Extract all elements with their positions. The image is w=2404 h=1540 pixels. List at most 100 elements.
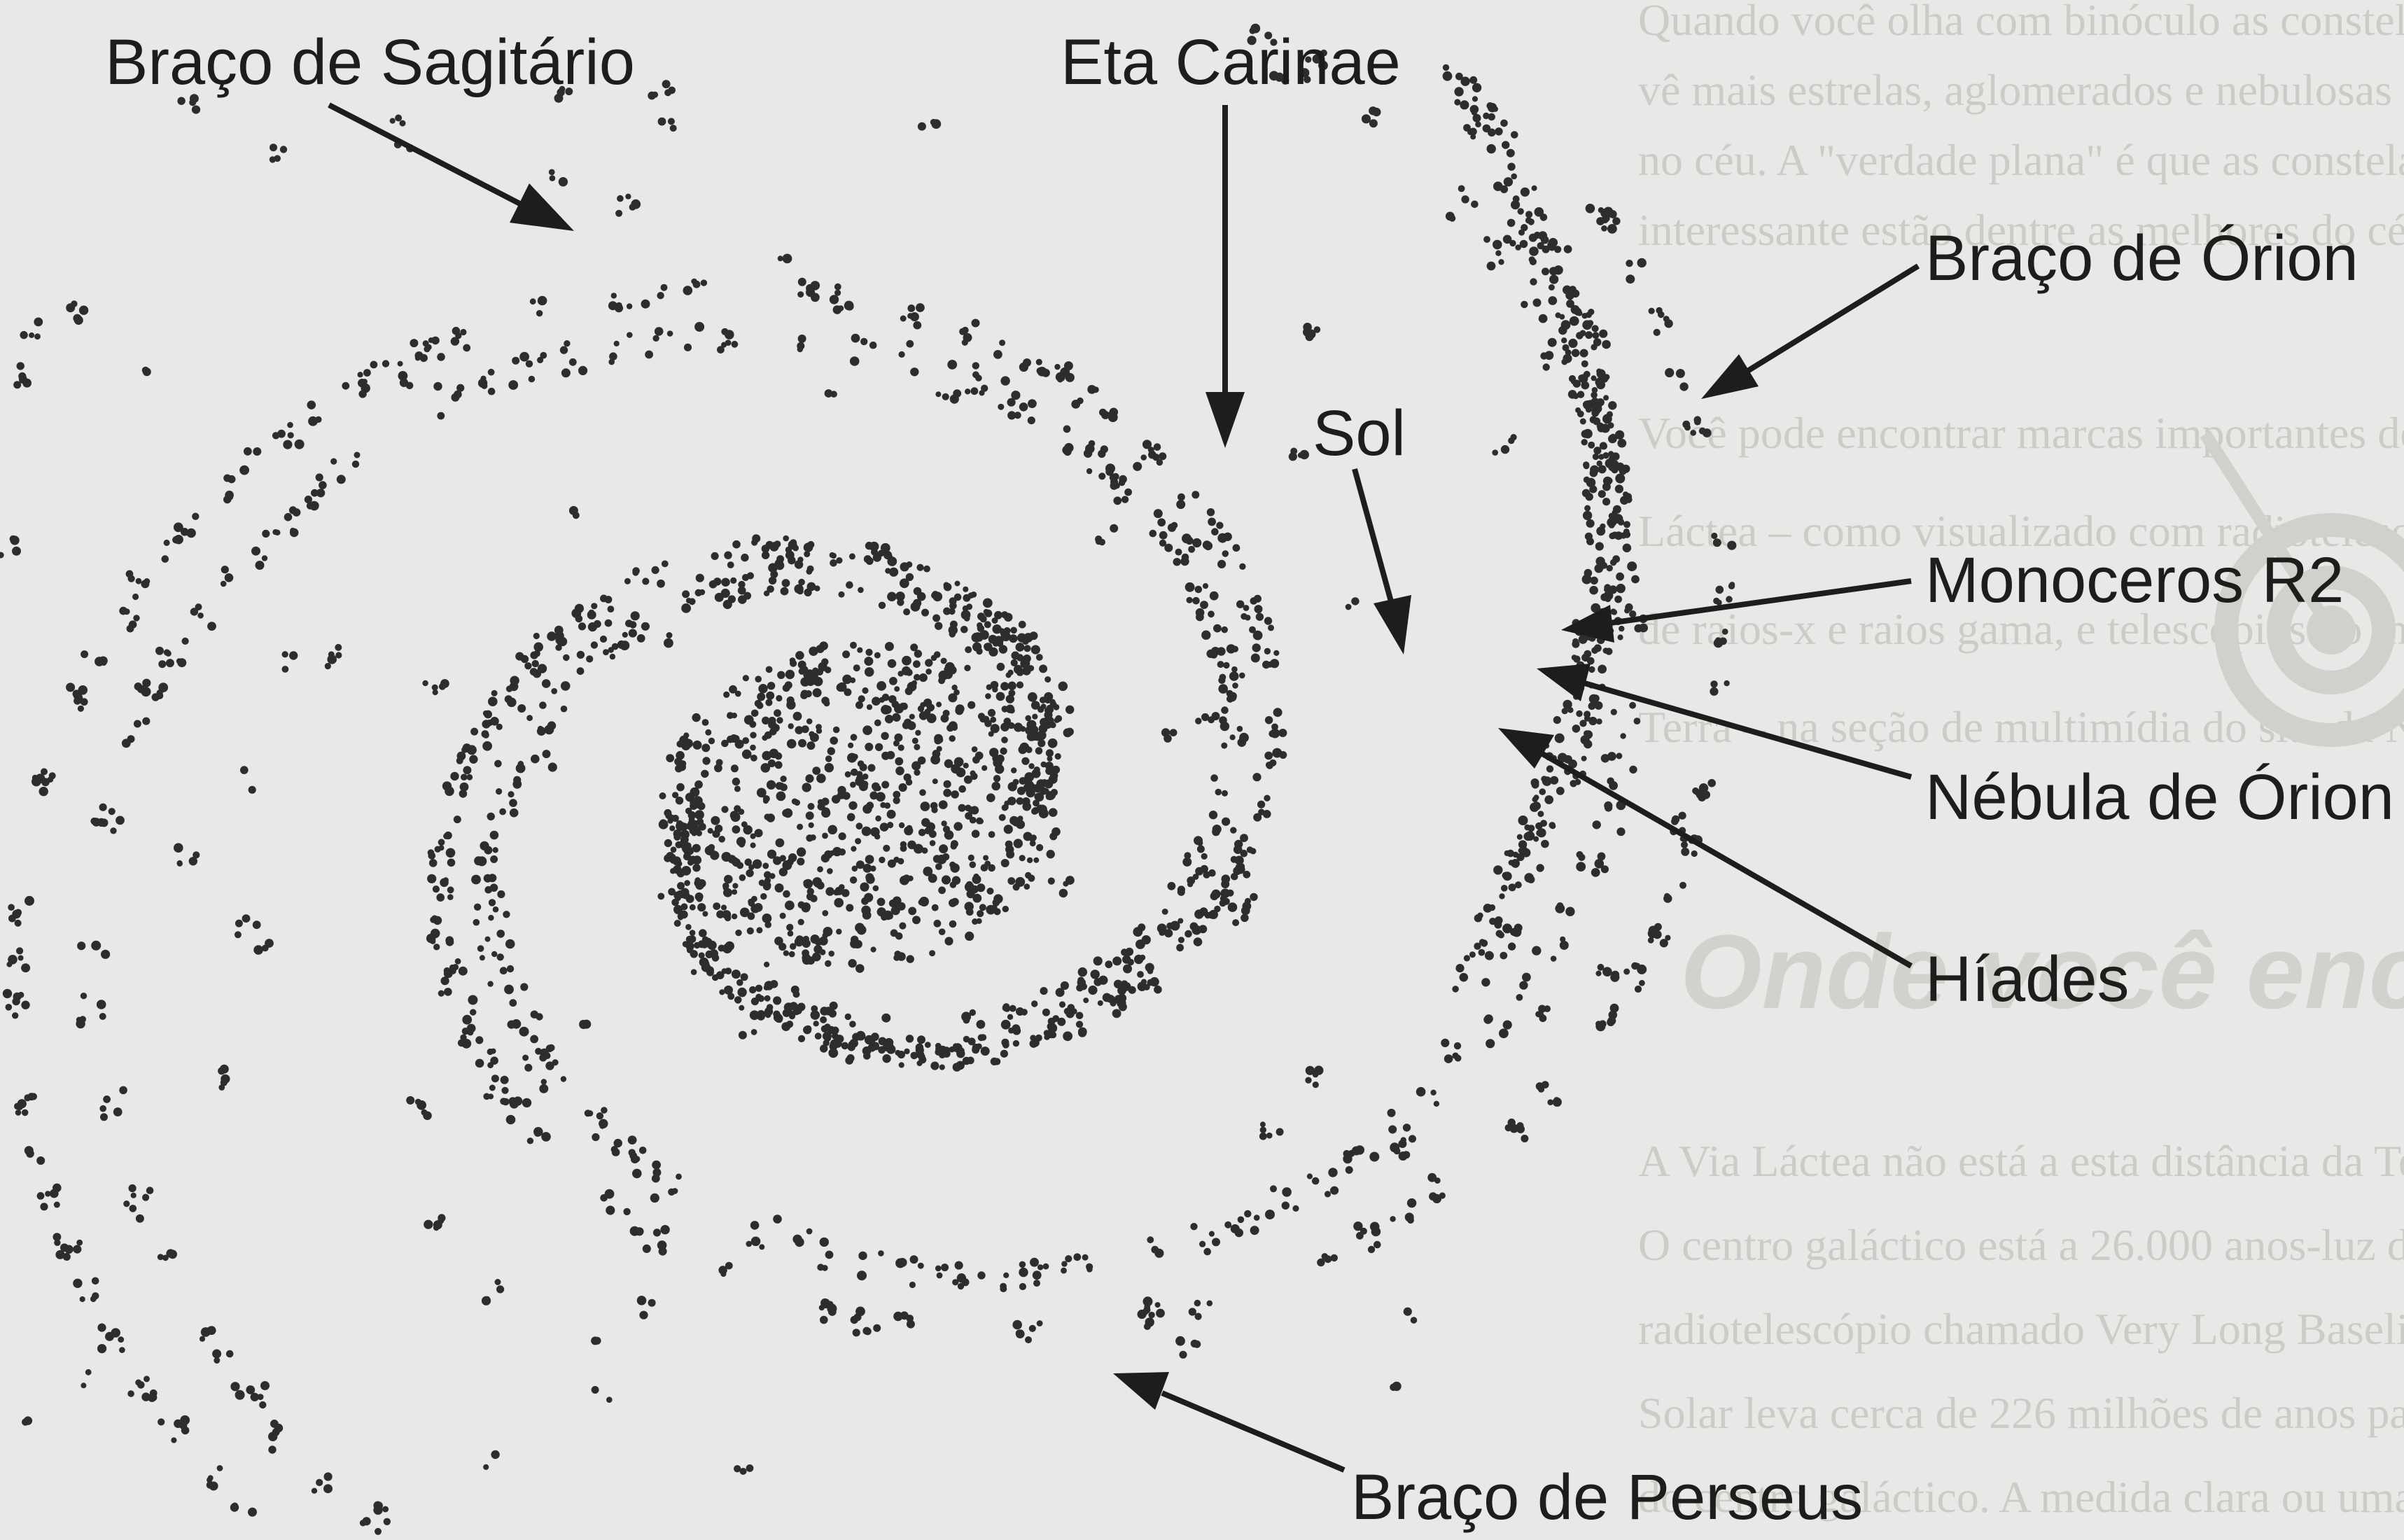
star-dot — [977, 625, 984, 632]
star-dot — [1602, 340, 1611, 349]
star-dot — [324, 1472, 333, 1480]
star-dot — [1676, 369, 1685, 378]
star-dot — [244, 447, 252, 456]
star-dot — [690, 788, 700, 797]
star-dot — [454, 816, 461, 823]
star-dot — [978, 1034, 985, 1041]
star-dot — [21, 963, 30, 972]
star-dot — [751, 997, 759, 1005]
star-dot — [606, 1205, 615, 1214]
star-dot — [539, 1084, 548, 1093]
star-dot — [0, 552, 4, 559]
star-dot — [971, 387, 979, 395]
star-dot — [951, 840, 958, 848]
star-dot — [497, 890, 505, 898]
star-dot — [622, 632, 628, 638]
star-dot — [1061, 1268, 1067, 1274]
star-dot — [1606, 477, 1613, 484]
star-dot — [1556, 312, 1561, 318]
star-dot — [1521, 1135, 1528, 1142]
star-dot — [950, 881, 957, 888]
star-dot — [12, 547, 21, 556]
star-dot — [1076, 984, 1084, 992]
star-dot — [1441, 1039, 1449, 1047]
star-dot — [482, 720, 490, 728]
star-dot — [1229, 693, 1236, 701]
star-dot — [912, 916, 921, 924]
star-dot — [795, 651, 804, 660]
star-dot — [13, 381, 21, 388]
star-dot — [807, 888, 814, 895]
star-dot — [20, 331, 27, 339]
star-dot — [828, 951, 834, 957]
star-dot — [816, 728, 822, 734]
star-dot — [456, 757, 463, 764]
star-dot — [1043, 1264, 1049, 1270]
star-dot — [789, 951, 795, 958]
star-dot — [918, 122, 926, 131]
star-dot — [1561, 337, 1567, 343]
star-dot — [142, 367, 149, 374]
star-dot — [735, 930, 741, 936]
star-dot — [608, 606, 615, 612]
star-dot — [555, 645, 561, 651]
star-dot — [522, 1098, 531, 1107]
star-dot — [433, 944, 440, 950]
star-dot — [764, 813, 771, 820]
star-dot — [483, 732, 489, 738]
star-dot — [664, 638, 673, 648]
star-dot — [749, 986, 756, 993]
star-dot — [1019, 855, 1026, 861]
star-dot — [887, 913, 893, 919]
star-dot — [823, 1032, 832, 1041]
star-dot — [508, 791, 514, 797]
star-dot — [1694, 789, 1701, 796]
star-dot — [1004, 613, 1013, 622]
star-dot — [1495, 127, 1502, 135]
star-dot — [73, 1279, 82, 1288]
star-dot — [741, 554, 748, 561]
star-dot — [1460, 100, 1469, 109]
star-dot — [1722, 629, 1728, 635]
star-dot — [550, 175, 556, 181]
star-dot — [1178, 937, 1184, 943]
star-dot — [802, 783, 811, 792]
star-dot — [490, 717, 499, 726]
star-dot — [652, 1168, 661, 1177]
star-dot — [863, 864, 872, 873]
star-dot — [1279, 751, 1287, 759]
star-dot — [1260, 1121, 1266, 1127]
star-dot — [1035, 747, 1043, 755]
star-dot — [1083, 997, 1089, 1003]
star-dot — [1663, 316, 1670, 322]
star-dot — [455, 958, 461, 965]
star-dot — [1030, 1258, 1039, 1267]
star-dot — [783, 890, 790, 898]
star-dot — [1065, 876, 1075, 885]
star-dot — [682, 590, 690, 598]
star-dot — [777, 671, 785, 679]
star-dot — [352, 461, 359, 468]
star-dot — [1542, 776, 1552, 786]
star-dot — [767, 780, 776, 790]
star-dot — [939, 928, 946, 935]
star-dot — [1245, 898, 1251, 904]
star-dot — [1541, 236, 1549, 244]
star-dot — [1013, 1040, 1019, 1046]
star-dot — [966, 908, 974, 916]
arrow-sol — [1355, 469, 1393, 609]
star-dot — [1553, 716, 1561, 724]
star-dot — [1002, 706, 1009, 713]
arrowhead-orion-arm — [1701, 354, 1759, 399]
star-dot — [8, 904, 15, 911]
star-dot — [671, 846, 677, 853]
star-dot — [1508, 942, 1516, 950]
star-dot — [1093, 978, 1102, 986]
star-dot — [967, 1057, 974, 1065]
star-dot — [1472, 96, 1478, 102]
star-dot — [806, 1228, 813, 1235]
star-dot — [968, 855, 974, 861]
star-dot — [972, 875, 981, 884]
star-dot — [1586, 538, 1594, 545]
star-dot — [1148, 451, 1156, 459]
